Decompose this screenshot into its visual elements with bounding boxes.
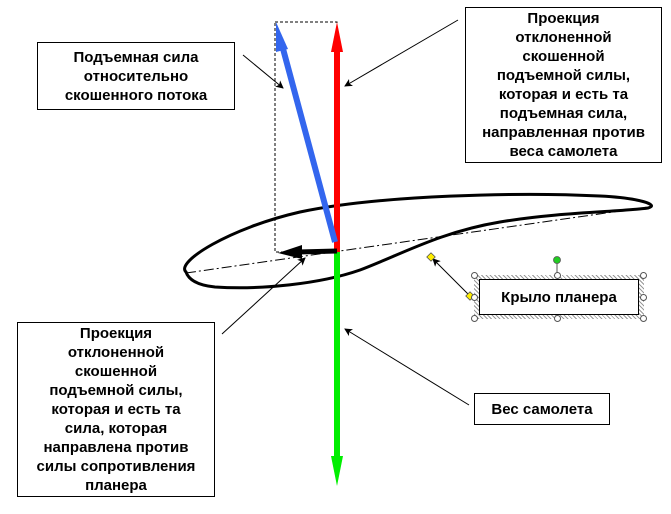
callout-arrow-lift-relative xyxy=(242,54,284,89)
wing-label-box[interactable]: Крыло планера xyxy=(479,279,639,315)
skewed-lift-arrowhead xyxy=(276,22,288,52)
label-line: подъемной силы, xyxy=(49,382,183,399)
label-line: отклоненной xyxy=(67,344,165,361)
label-line: Подъемная сила xyxy=(73,48,199,66)
chord-line xyxy=(185,206,649,274)
resize-handle-se[interactable] xyxy=(640,315,647,322)
label-line: сила, которая xyxy=(64,420,168,437)
label-line: Проекция xyxy=(527,10,600,27)
resize-handle-nw[interactable] xyxy=(471,272,478,279)
label-line: силы сопротивления xyxy=(36,458,196,475)
drag-component-arrowhead xyxy=(278,245,302,259)
label-line: относительно xyxy=(83,67,189,85)
horizontal-projection-label-box: Проекция отклоненной скошенной подъемной… xyxy=(17,322,215,497)
label-line: подъемная сила, xyxy=(499,105,628,122)
resize-handle-sw[interactable] xyxy=(471,315,478,322)
wing-label: Крыло планера xyxy=(501,288,617,306)
resize-handle-s[interactable] xyxy=(554,315,561,322)
skewed-lift-arrow xyxy=(279,44,338,243)
resize-handle-n[interactable] xyxy=(554,272,561,279)
label-line: направленная против xyxy=(482,124,645,141)
label-line: Проекция xyxy=(79,325,153,342)
label-line: которая и есть та xyxy=(51,401,181,418)
callout-arrow-wing[interactable] xyxy=(432,258,472,298)
vertical-projection-label-box: Проекция отклоненной скошенной подъемной… xyxy=(465,7,662,163)
callout-arrow-horizontal-projection xyxy=(221,257,306,335)
rotation-handle[interactable] xyxy=(553,256,561,264)
label-line: планера xyxy=(85,477,147,494)
label-line: направлена против xyxy=(43,439,189,456)
callout-arrow-vertical-projection xyxy=(344,19,459,87)
resize-handle-w[interactable] xyxy=(471,294,478,301)
connector-handle-start[interactable] xyxy=(426,252,436,262)
label-line: отклоненной xyxy=(515,29,612,46)
label-line: скошенного потока xyxy=(64,86,208,104)
lift-relative-label-box: Подъемная сила относительно скошенного п… xyxy=(37,42,235,110)
weight-label-box: Вес самолета xyxy=(474,393,610,425)
vertical-lift-arrowhead xyxy=(331,22,343,52)
label-line: подъемной силы, xyxy=(496,67,631,84)
drag-component-arrow xyxy=(297,248,338,255)
weight-arrowhead xyxy=(331,456,343,486)
label-line: веса самолета xyxy=(509,143,618,160)
resize-handle-ne[interactable] xyxy=(640,272,647,279)
label-line: которая и есть та xyxy=(498,86,629,103)
weight-label: Вес самолета xyxy=(491,400,593,418)
callout-arrow-weight xyxy=(344,328,470,406)
label-line: скошенной xyxy=(74,363,158,380)
label-line: скошенной xyxy=(522,48,605,65)
wing-airfoil[interactable] xyxy=(183,192,653,290)
resize-handle-e[interactable] xyxy=(640,294,647,301)
